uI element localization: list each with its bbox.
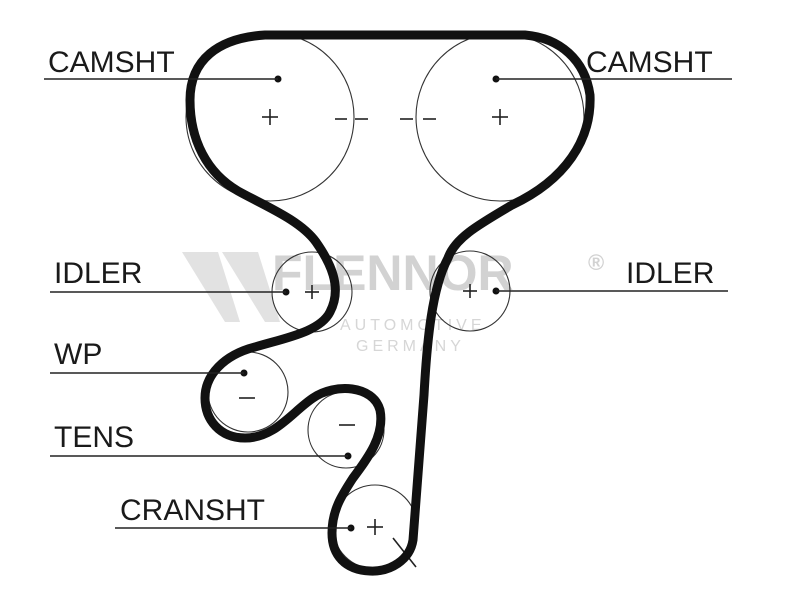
watermark-line-2: GERMANY <box>356 338 465 355</box>
label-water-pump: WP <box>54 338 102 371</box>
timing-belt <box>185 30 595 576</box>
watermark-registered-mark: ® <box>588 250 604 275</box>
watermark-line-1: AUTOMOTIVE <box>340 317 486 334</box>
label-crankshaft: CRANSHT <box>120 494 265 527</box>
label-camshaft-right: CAMSHT <box>586 46 713 79</box>
leader-lines <box>44 78 732 529</box>
label-camshaft-left: CAMSHT <box>48 46 175 79</box>
watermark-logo-mark <box>182 252 280 322</box>
label-tensioner: TENS <box>54 421 134 454</box>
label-idler-left: IDLER <box>54 257 142 290</box>
label-idler-right: IDLER <box>626 257 714 290</box>
brand-watermark: FLENNOR ® AUTOMOTIVE GERMANY <box>182 245 604 355</box>
